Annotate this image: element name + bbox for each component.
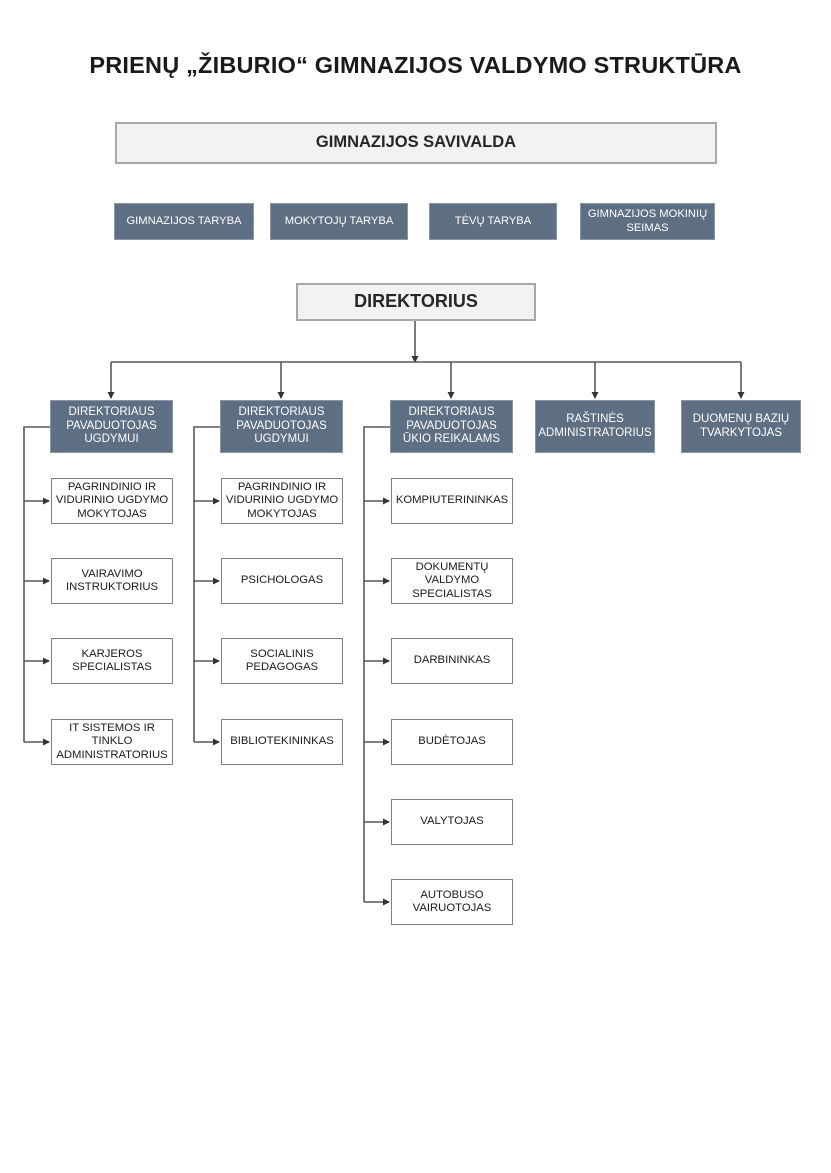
department-head-1[interactable]: DIREKTORIAUS PAVADUOTOJAS UGDYMUI — [220, 400, 343, 453]
staff-label: KOMPIUTERININKAS — [395, 494, 509, 507]
council-label: GIMNAZIJOS MOKINIŲ SEIMAS — [587, 208, 708, 234]
staff-label: VALYTOJAS — [420, 815, 484, 828]
department-head-label: RAŠTINĖS ADMINISTRATORIUS — [538, 412, 652, 439]
staff-box[interactable]: PAGRINDINIO IR VIDURINIO UGDYMO MOKYTOJA… — [221, 478, 343, 524]
staff-box[interactable]: DOKUMENTŲ VALDYMO SPECIALISTAS — [391, 558, 513, 604]
staff-label: KARJEROS SPECIALISTAS — [72, 647, 152, 673]
staff-label: AUTOBUSO VAIRUOTOJAS — [412, 888, 492, 914]
council-label: GIMNAZIJOS TARYBA — [126, 214, 242, 227]
department-head-label: DUOMENŲ BAZIŲ TVARKYTOJAS — [692, 412, 790, 439]
staff-box[interactable]: DARBININKAS — [391, 638, 513, 684]
staff-label: SOCIALINIS PEDAGOGAS — [245, 647, 319, 673]
staff-label: DOKUMENTŲ VALDYMO SPECIALISTAS — [412, 561, 492, 600]
self-governance-header-label: GIMNAZIJOS SAVIVALDA — [315, 133, 517, 152]
staff-box[interactable]: PSICHOLOGAS — [221, 558, 343, 604]
director-label: DIREKTORIUS — [354, 291, 478, 312]
staff-box[interactable]: VAIRAVIMO INSTRUKTORIUS — [51, 558, 173, 604]
council-label: TĖVŲ TARYBA — [454, 214, 532, 227]
staff-label: BUDĖTOJAS — [418, 735, 486, 748]
staff-box[interactable]: SOCIALINIS PEDAGOGAS — [221, 638, 343, 684]
staff-box[interactable]: KOMPIUTERININKAS — [391, 478, 513, 524]
department-head-3[interactable]: RAŠTINĖS ADMINISTRATORIUS — [535, 400, 655, 453]
council-box-mokytoju-taryba[interactable]: MOKYTOJŲ TARYBA — [270, 203, 408, 240]
staff-box[interactable]: BUDĖTOJAS — [391, 719, 513, 765]
department-head-2[interactable]: DIREKTORIAUS PAVADUOTOJAS ŪKIO REIKALAMS — [390, 400, 513, 453]
staff-box[interactable]: IT SISTEMOS IR TINKLO ADMINISTRATORIUS — [51, 719, 173, 765]
page-title: PRIENŲ „ŽIBURIO“ GIMNAZIJOS VALDYMO STRU… — [89, 52, 742, 78]
staff-box[interactable]: AUTOBUSO VAIRUOTOJAS — [391, 879, 513, 925]
staff-label: PSICHOLOGAS — [240, 574, 324, 587]
staff-box[interactable]: VALYTOJAS — [391, 799, 513, 845]
department-head-label: DIREKTORIAUS PAVADUOTOJAS UGDYMUI — [66, 406, 157, 446]
department-head-label: DIREKTORIAUS PAVADUOTOJAS ŪKIO REIKALAMS — [402, 406, 501, 446]
council-box-mokiniu-seimas[interactable]: GIMNAZIJOS MOKINIŲ SEIMAS — [580, 203, 715, 240]
staff-label: IT SISTEMOS IR TINKLO ADMINISTRATORIUS — [56, 722, 168, 761]
staff-box[interactable]: BIBLIOTEKININKAS — [221, 719, 343, 765]
staff-label: PAGRINDINIO IR VIDURINIO UGDYMO MOKYTOJA… — [225, 481, 339, 520]
council-label: MOKYTOJŲ TARYBA — [284, 214, 394, 227]
staff-box[interactable]: PAGRINDINIO IR VIDURINIO UGDYMO MOKYTOJA… — [51, 478, 173, 524]
staff-label: VAIRAVIMO INSTRUKTORIUS — [65, 567, 159, 593]
staff-label: DARBININKAS — [413, 654, 491, 667]
council-box-gimnazijos-taryba[interactable]: GIMNAZIJOS TARYBA — [114, 203, 254, 240]
director-box[interactable]: DIREKTORIUS — [296, 283, 536, 321]
council-box-tevu-taryba[interactable]: TĖVŲ TARYBA — [429, 203, 557, 240]
department-head-label: DIREKTORIAUS PAVADUOTOJAS UGDYMUI — [236, 406, 327, 446]
staff-label: PAGRINDINIO IR VIDURINIO UGDYMO MOKYTOJA… — [55, 481, 169, 520]
department-head-4[interactable]: DUOMENŲ BAZIŲ TVARKYTOJAS — [681, 400, 801, 453]
department-head-0[interactable]: DIREKTORIAUS PAVADUOTOJAS UGDYMUI — [50, 400, 173, 453]
staff-box[interactable]: KARJEROS SPECIALISTAS — [51, 638, 173, 684]
staff-label: BIBLIOTEKININKAS — [230, 735, 334, 748]
self-governance-header: GIMNAZIJOS SAVIVALDA — [115, 122, 717, 164]
